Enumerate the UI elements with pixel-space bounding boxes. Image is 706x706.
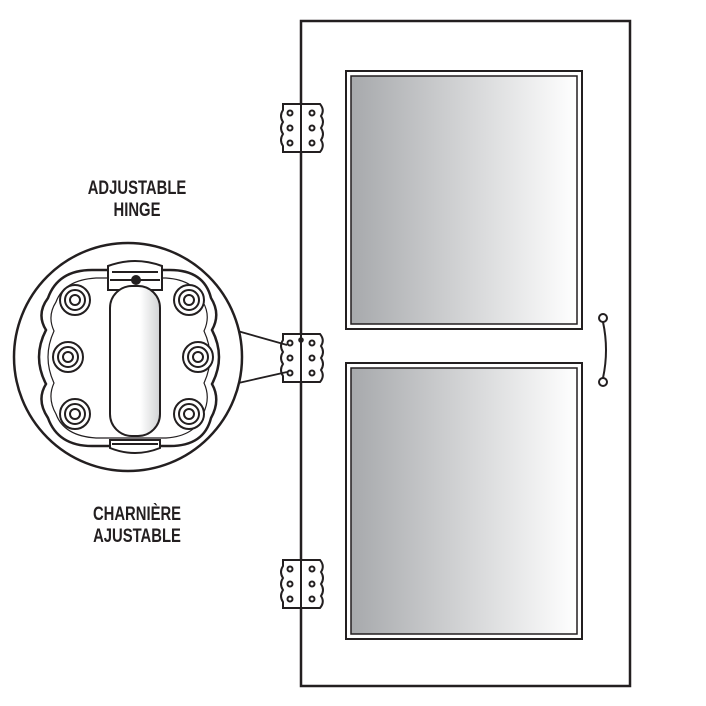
adjustable-hinge-label: ADJUSTABLE HINGE (51, 178, 223, 222)
screw-holes-left (52, 284, 91, 430)
middle-hinge (280, 333, 324, 383)
magnified-hinge-detail (12, 241, 244, 473)
top-hinge (280, 103, 324, 153)
charniere-ajustable-label: CHARNIÈRE AJUSTABLE (51, 504, 223, 548)
adjustment-hole (131, 275, 141, 285)
label-fr-line2: AJUSTABLE (93, 526, 181, 547)
callout-lines (233, 329, 288, 385)
door-handle (598, 313, 608, 387)
upper-glass-panel (345, 70, 583, 330)
bottom-hinge (280, 559, 324, 609)
lower-glass-panel (345, 362, 583, 640)
label-fr-line1: CHARNIÈRE (92, 504, 182, 525)
label-en-line2: HINGE (113, 200, 161, 221)
hinge-barrel (107, 260, 163, 454)
screw-holes-right (173, 284, 214, 430)
label-en-line1: ADJUSTABLE (87, 178, 187, 199)
